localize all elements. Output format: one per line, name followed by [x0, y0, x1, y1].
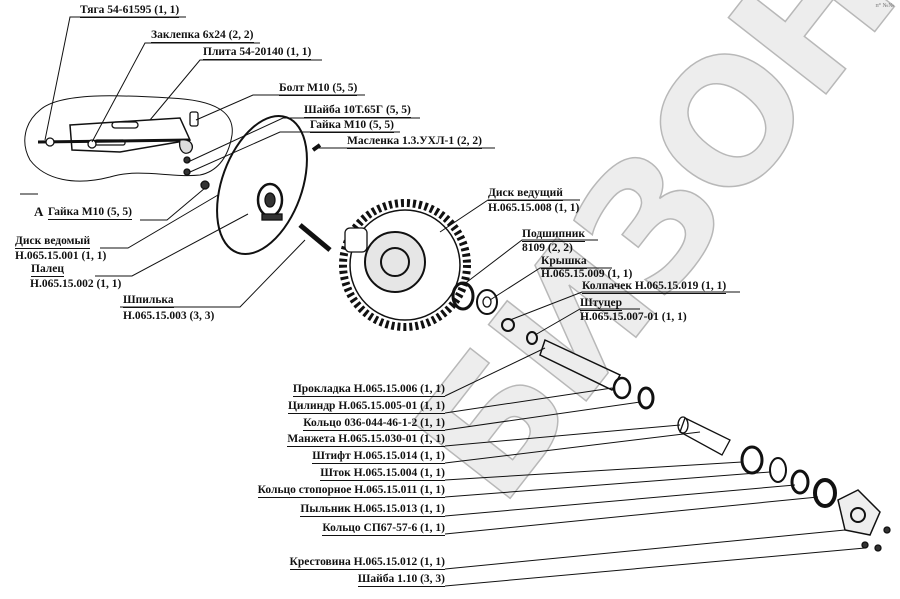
callout-letter: А — [34, 204, 44, 219]
label-bolt: Болт М10 (5, 5) — [279, 82, 358, 96]
label-palets-code: Н.065.15.002 (1, 1) — [30, 278, 122, 290]
label-disk-vedomyi-code: Н.065.15.001 (1, 1) — [15, 250, 107, 262]
label-pylnik: Пыльник Н.065.15.013 (1, 1) — [300, 503, 445, 517]
drive-gear — [339, 199, 471, 331]
label-disk-vedushchii-code: Н.065.15.008 (1, 1) — [488, 202, 580, 214]
label-plita: Плита 54-20140 (1, 1) — [203, 46, 312, 60]
corner-mark: п° №№ — [875, 3, 894, 9]
label-shtutser-code: Н.065.15.007-01 (1, 1) — [580, 311, 687, 323]
label-koltso-stopornoe: Кольцо стопорное Н.065.15.011 (1, 1) — [257, 484, 445, 498]
label-zaklepka: Заклепка 6х24 (2, 2) — [151, 29, 254, 43]
label-gaika-top: Гайка М10 (5, 5) — [310, 119, 394, 133]
label-kolpachek: Колпачек Н.065.15.019 (1, 1) — [582, 280, 727, 294]
label-tsilindr: Цилиндр Н.065.15.005-01 (1, 1) — [287, 400, 445, 414]
label-shtutser-name: Штуцер — [580, 297, 623, 311]
label-krestovina: Крестовина Н.065.15.012 (1, 1) — [289, 556, 445, 570]
shaft-cylinder — [539, 338, 891, 552]
label-gaika-left: Гайка М10 (5, 5) — [48, 206, 132, 220]
label-podshipnik-name: Подшипник — [522, 228, 586, 242]
label-koltso-036: Кольцо 036-044-46-1-2 (1, 1) — [303, 417, 445, 431]
label-shpilka-name: Шпилька — [123, 294, 174, 308]
plate-assembly — [24, 95, 233, 190]
label-palets-name: Палец — [31, 263, 64, 277]
label-podshipnik-code: 8109 (2, 2) — [522, 242, 573, 254]
label-maslenka: Масленка 1.3.УХЛ-1 (2, 2) — [347, 135, 482, 149]
label-kryshka-code: Н.065.15.009 (1, 1) — [541, 268, 633, 280]
label-disk-vedomyi-name: Диск ведомый — [15, 235, 91, 249]
label-shpilka-code: Н.065.15.003 (3, 3) — [123, 310, 215, 322]
label-disk-vedushchii-name: Диск ведущий — [488, 187, 563, 201]
bearings — [451, 281, 538, 345]
label-tyaga: Тяга 54-61595 (1, 1) — [80, 4, 180, 18]
label-shaiba10t: Шайба 10Т.65Г (5, 5) — [304, 104, 411, 118]
leader-lines — [20, 16, 866, 587]
label-shtok: Шток Н.065.15.004 (1, 1) — [320, 467, 445, 481]
label-prokladka: Прокладка Н.065.15.006 (1, 1) — [292, 383, 445, 397]
label-shaiba-110: Шайба 1.10 (3, 3) — [357, 573, 445, 587]
driven-disc — [216, 114, 332, 256]
label-shtift: Штифт Н.065.15.014 (1, 1) — [312, 450, 445, 464]
label-kryshka-name: Крышка — [541, 255, 587, 269]
label-koltso-sp: Кольцо СП67-57-6 (1, 1) — [322, 522, 445, 536]
label-manzheta: Манжета Н.065.15.030-01 (1, 1) — [287, 433, 445, 447]
